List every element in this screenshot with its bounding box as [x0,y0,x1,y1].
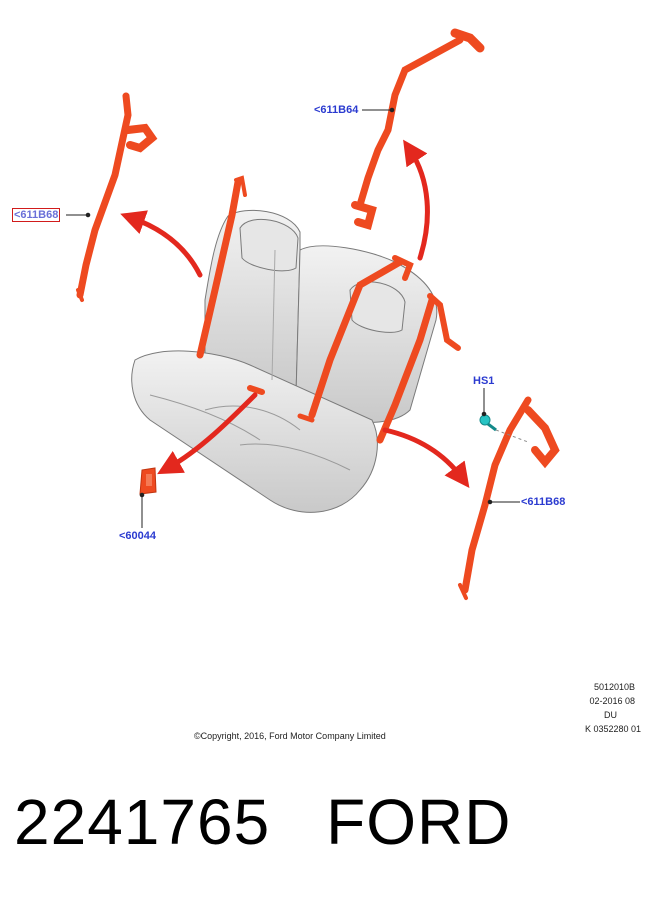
rear-seat [131,209,438,513]
arrow-buckle [157,392,258,475]
callout-left-belt[interactable]: <611B68 [12,208,61,222]
movement-arrows [120,139,470,489]
brand-name: FORD [326,786,512,858]
buckle-part [139,467,157,495]
right-seat-belt-part [458,396,560,600]
drawing-reference: K 0352280 01 [584,724,641,734]
drawing-date: 02-2016 08 [589,696,635,706]
callout-buckle[interactable]: <60044 [119,530,157,542]
left-seat-belt-part [76,92,158,302]
seat-mounted-belts [196,175,461,444]
drawing-region: DU [604,710,617,720]
callout-top-belt[interactable]: <611B64 [314,104,359,116]
leader-lines [66,107,520,528]
arrow-top [403,139,430,261]
arrow-left [120,210,203,278]
copyright-notice: ©Copyright, 2016, Ford Motor Company Lim… [194,731,386,741]
callout-hardware[interactable]: HS1 [473,375,495,387]
arrow-right [382,427,470,489]
bolt-icon [479,414,529,443]
drawing-code: 5012010B [593,682,635,692]
top-seat-belt-part [351,28,485,231]
part-number: 2241765 [14,786,271,858]
seat-belt-diagram [66,28,560,600]
callout-right-belt[interactable]: <611B68 [521,496,566,508]
